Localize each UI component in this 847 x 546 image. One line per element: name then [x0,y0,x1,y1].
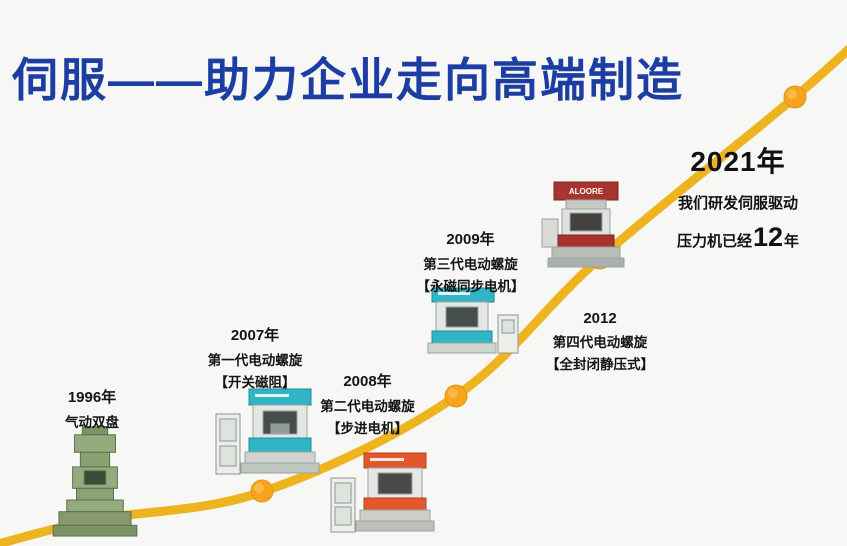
milestone-1996: 1996年 气动双盘 [32,386,152,434]
milestone-2012: 2012 第四代电动螺旋 【全封闭静压式】 [527,310,673,377]
banner-text-hint [438,292,470,295]
press-machine-1996-illustration [50,426,140,538]
dot-highlight [448,388,458,398]
dot-highlight [787,89,797,99]
dot-highlight [254,483,264,493]
milestone-year: 2012 [583,310,617,327]
milestone-desc: 第一代电动螺旋 [207,353,303,368]
milestone-desc: 气动双盘 [65,415,119,430]
milestone-desc: 【全封闭静压式】 [546,357,654,373]
milestone-desc: 第二代电动螺旋 [320,399,415,414]
finale-line1: 我们研发伺服驱动 [677,195,798,212]
milestone-year: 1996年 [67,389,117,406]
milestone-desc: 第三代电动螺旋 [423,257,518,272]
press-machine-2009-illustration [424,287,519,372]
page-title: 伺服——助力企业走向高端制造 [12,54,684,106]
press-machine-2008-illustration [330,452,435,540]
milestone-desc: 【步进电机】 [327,421,408,437]
milestone-2007: 2007年 第一代电动螺旋 【开关磁阻】 [180,324,330,395]
milestone-year: 2009年 [446,231,495,248]
finale-line2-prefix: 压力机已经 [676,233,752,250]
finale-line2: 压力机已经12年 [643,222,833,253]
banner-text-hint [255,394,289,397]
finale-years-count: 12 [752,222,784,252]
milestone-2021: 2021年 我们研发伺服驱动 压力机已经12年 [643,140,833,253]
finale-year: 2021年 [690,146,786,177]
milestone-desc: 第四代电动螺旋 [552,335,648,350]
press-machine-2007-illustration [215,388,320,483]
machine-brand-logo: ALOORE [569,187,604,196]
milestone-year: 2008年 [343,373,392,390]
milestone-year: 2007年 [230,327,280,344]
milestone-2008: 2008年 第二代电动螺旋 【步进电机】 [295,370,440,441]
milestone-2009: 2009年 第三代电动螺旋 【永磁同步电机】 [398,228,543,299]
banner-text-hint [370,458,404,461]
press-machine-2012-illustration: ALOORE [536,181,631,273]
milestone-desc: 【永磁同步电机】 [416,279,525,295]
milestone-desc: 【开关磁阻】 [214,375,296,391]
finale-line2-suffix: 年 [784,233,800,250]
